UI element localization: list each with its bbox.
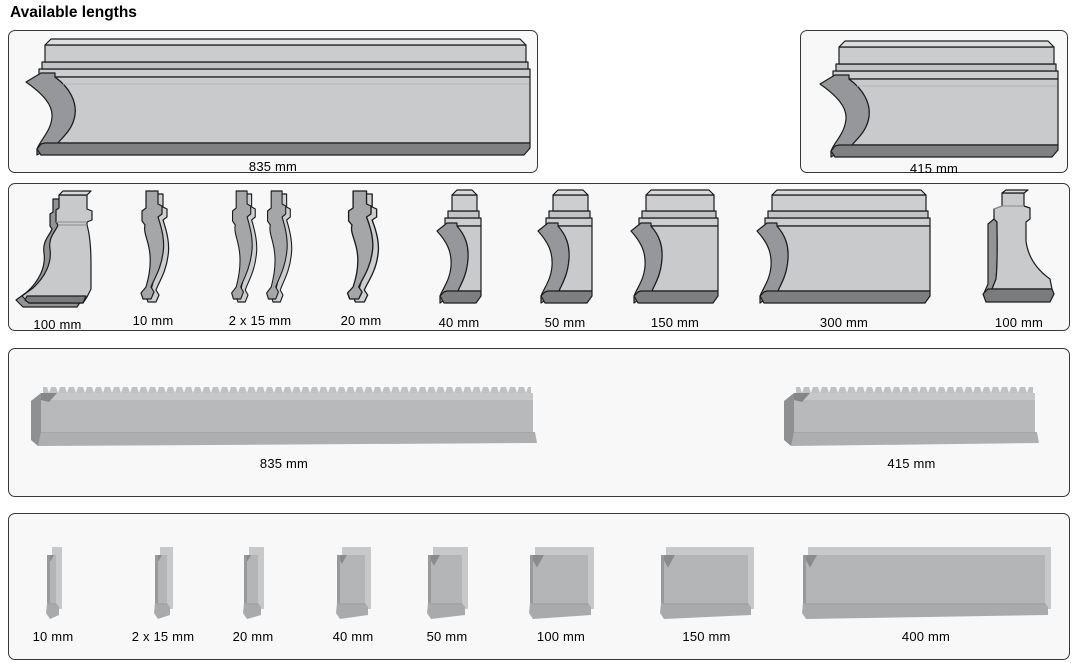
punch-blade-shape [263,189,293,307]
punch-segment-item: 50 mm [525,189,605,330]
length-label: 100 mm [536,629,586,644]
length-label: 835 mm [248,159,298,174]
length-label: 40 mm [332,629,374,644]
length-label: 300 mm [819,315,869,330]
punch-segment-item: 2 x 15 mm [218,189,302,328]
die-block-shape [31,386,537,450]
die-segment-shape [153,547,173,623]
gooseneck-punch-segment-shape [629,189,721,309]
die-segment-shape [801,547,1051,623]
gooseneck-punch-long-shape [809,39,1059,159]
die-segment-item: 2 x 15 mm [128,547,198,644]
die-segment-item: 100 mm [526,547,596,644]
length-label: 10 mm [132,313,174,328]
length-label: 400 mm [901,629,951,644]
punch-blade-shape [343,189,380,307]
gooseneck-punch-long-shape [15,37,531,157]
punch-segment-item: 150 mm [625,189,725,330]
die-segment-item: 10 mm [18,547,88,644]
die-segment-shape [242,547,264,623]
die-segment-item: 50 mm [412,547,482,644]
length-label: 100 mm [994,315,1044,330]
die-segment-item: 150 mm [659,547,754,644]
die-segment-item: 400 mm [801,547,1051,644]
punch-segment-item: 300 mm [754,189,934,330]
panel-die-segments: 10 mm 2 x 15 mm 20 mm 40 mm [8,513,1070,660]
die-segment-item: 40 mm [318,547,388,644]
punch-long-item: 415 mm [801,39,1067,176]
die-segment-shape [45,547,62,623]
length-label: 100 mm [33,317,82,332]
length-label: 415 mm [887,456,936,471]
hem-punch-shape [980,189,1058,309]
length-label: 50 mm [426,629,468,644]
gooseneck-punch-segment-shape [755,189,933,309]
punch-segment-item: 100 mm [974,189,1064,330]
length-label: 50 mm [544,315,586,330]
die-segment-shape [335,547,371,623]
die-segment-shape [426,547,468,623]
die-block-item: 835 mm [31,386,537,471]
length-label: 40 mm [438,315,480,330]
length-label: 415 mm [909,161,959,176]
length-label: 20 mm [232,629,274,644]
length-label: 150 mm [682,629,731,644]
panel-punch-segments: 100 mm 10 mm 2 x 15 mm [8,183,1070,332]
punch-blade-shape [228,189,258,307]
panel-punch-415: 415 mm [800,30,1068,176]
length-label: 150 mm [650,315,700,330]
die-segment-shape [528,547,594,623]
die-block-item: 415 mm [784,386,1039,471]
length-label: 2 x 15 mm [131,629,195,644]
die-block-shape [784,386,1039,450]
length-label: 20 mm [340,313,382,328]
punch-segment-item: 20 mm [321,189,401,328]
panel-punch-835: 835 mm [8,30,538,174]
punch-long-item: 835 mm [9,37,537,174]
punch-blade-shape [137,189,170,307]
die-segment-item: 20 mm [218,547,288,644]
punch-segment-item: 10 mm [113,189,193,328]
length-label: 10 mm [32,629,74,644]
punch-segment-item: 40 mm [419,189,499,330]
panel-die-blocks: 835 mm 415 mm [8,348,1070,497]
length-label: 2 x 15 mm [228,313,292,328]
page-title: Available lengths [10,4,137,21]
gooseneck-punch-segment-shape [536,189,595,309]
gooseneck-punch-segment-shape [13,189,103,311]
die-segment-shape [659,547,754,623]
length-label: 835 mm [259,456,309,471]
punch-segment-item: 100 mm [10,189,105,332]
gooseneck-punch-segment-shape [435,189,484,309]
